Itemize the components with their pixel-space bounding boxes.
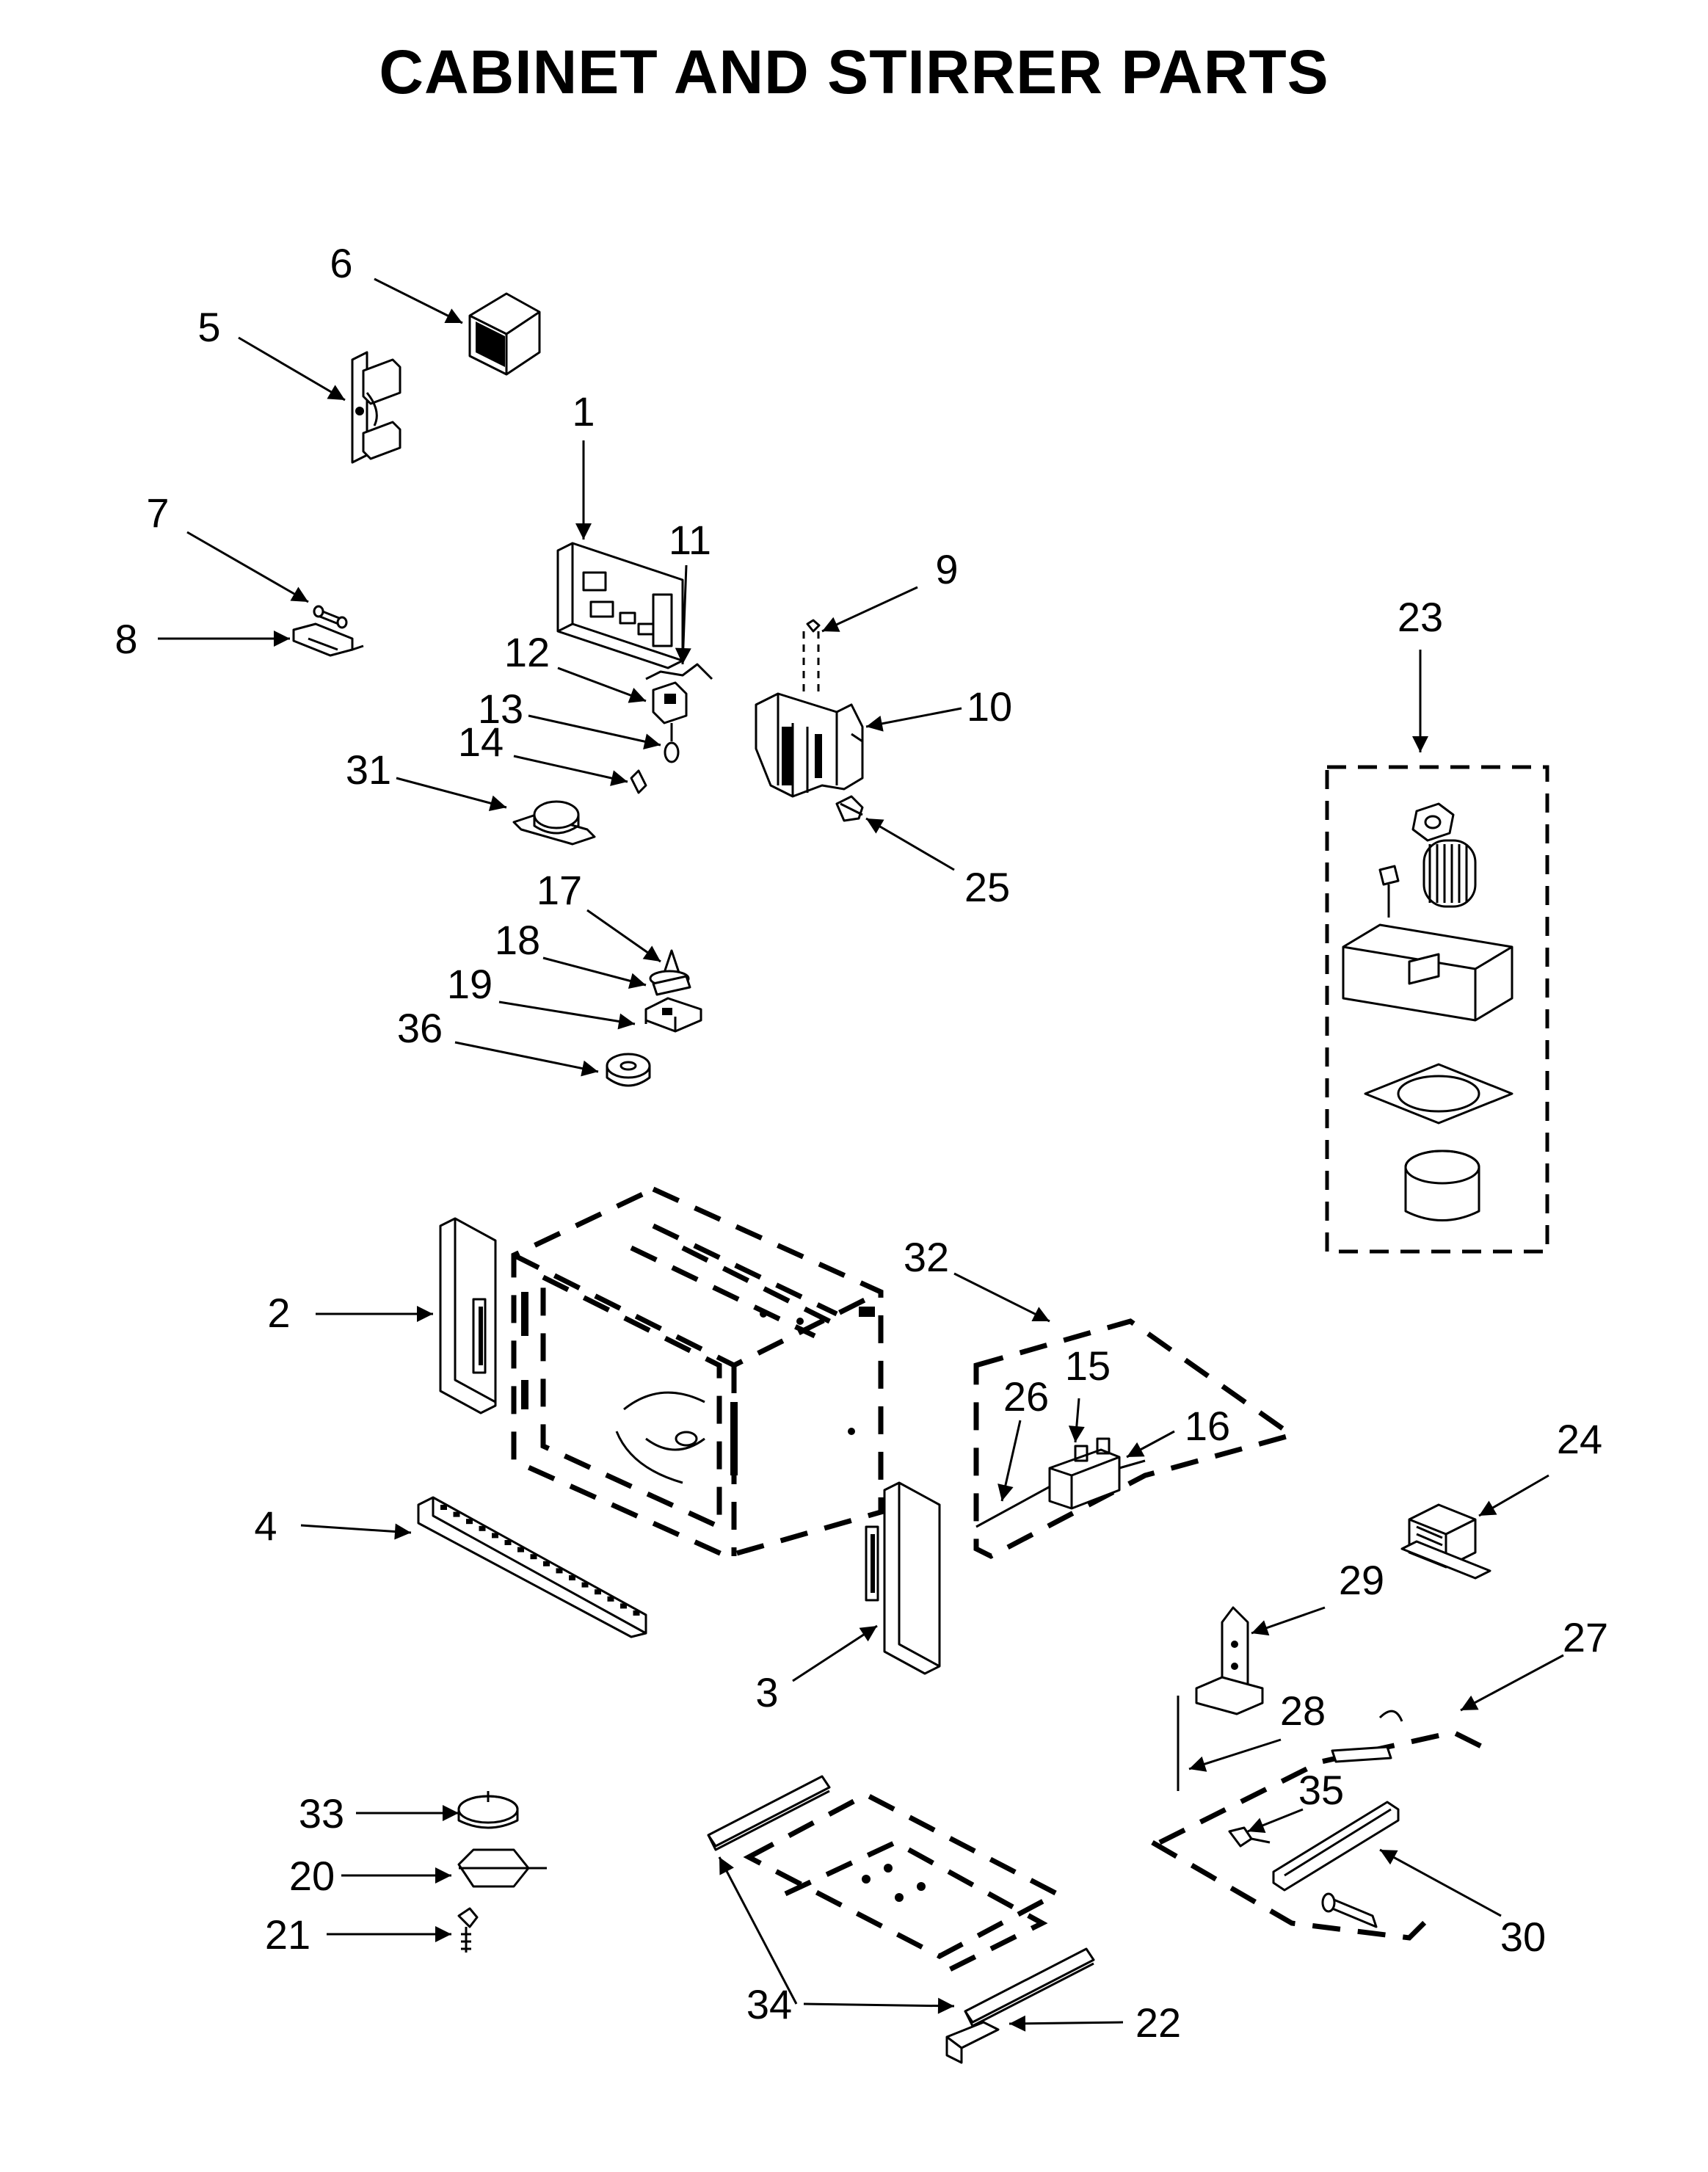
callout-28: 28 xyxy=(1280,1688,1326,1734)
page-title: CABINET AND STIRRER PARTS xyxy=(379,37,1329,106)
vent-hole xyxy=(581,1582,589,1588)
interlock-parts-drawing xyxy=(630,663,713,794)
vent-hole xyxy=(504,1540,512,1545)
fuse-holder-drawing xyxy=(292,622,364,657)
vent-hole xyxy=(453,1511,460,1517)
callout-9: 9 xyxy=(935,546,958,592)
control-board-drawing xyxy=(556,542,684,669)
callout-5: 5 xyxy=(197,304,220,350)
callout-27: 27 xyxy=(1563,1614,1608,1660)
vent-hole xyxy=(633,1610,640,1616)
callout-4: 4 xyxy=(254,1503,277,1549)
callout-17: 17 xyxy=(537,867,582,913)
stirrer-motor-drawing xyxy=(457,1791,547,1953)
vent-hole xyxy=(543,1561,550,1566)
callout-labels: 6 5 1 7 8 11 9 12 10 13 14 31 25 17 18 1… xyxy=(115,240,1608,2046)
screw-25-drawing xyxy=(835,795,864,822)
callout-10: 10 xyxy=(967,683,1012,730)
bracket-assembly-drawing xyxy=(973,1318,1298,1559)
vent-hole xyxy=(517,1547,524,1552)
vent-hole xyxy=(607,1596,614,1602)
callout-13: 13 xyxy=(478,686,523,732)
callout-24: 24 xyxy=(1557,1416,1602,1462)
callout-19: 19 xyxy=(447,961,493,1007)
vent-hole xyxy=(569,1575,575,1580)
fuse-drawing xyxy=(313,605,348,629)
vent-hole xyxy=(556,1568,563,1574)
vent-hole xyxy=(479,1525,486,1531)
relay-24-drawing xyxy=(1400,1503,1491,1580)
vent-hole xyxy=(595,1589,601,1595)
callout-14: 14 xyxy=(458,719,504,765)
transformer-drawing xyxy=(755,619,864,798)
right-trim-drawing xyxy=(865,1481,941,1675)
thermostat-drawing xyxy=(512,800,596,846)
vent-hole xyxy=(620,1603,627,1609)
callout-7: 7 xyxy=(146,490,169,536)
callout-29: 29 xyxy=(1339,1557,1384,1603)
callout-15: 15 xyxy=(1065,1343,1111,1389)
callout-8: 8 xyxy=(115,616,137,662)
callout-35: 35 xyxy=(1298,1767,1344,1813)
callout-3: 3 xyxy=(755,1669,778,1715)
hinge-assembly-drawing xyxy=(1151,1710,1484,1941)
callout-26: 26 xyxy=(1003,1373,1049,1420)
switch-block-drawing xyxy=(468,292,541,376)
callout-34: 34 xyxy=(746,1981,792,2027)
stirrer-parts-drawing xyxy=(606,949,702,1087)
callout-12: 12 xyxy=(504,629,550,675)
callout-2: 2 xyxy=(267,1290,290,1336)
callout-36: 36 xyxy=(397,1005,443,1051)
callout-16: 16 xyxy=(1185,1403,1230,1449)
relay-board-drawing xyxy=(351,351,401,464)
callout-33: 33 xyxy=(299,1790,344,1837)
cabinet-drawing xyxy=(511,1186,884,1559)
vent-hole xyxy=(466,1519,473,1525)
slide-rails-drawing xyxy=(707,1775,1095,2064)
vent-hole xyxy=(530,1554,537,1560)
callout-20: 20 xyxy=(289,1853,335,1899)
callout-18: 18 xyxy=(495,917,540,963)
callout-25: 25 xyxy=(964,864,1010,910)
callout-1: 1 xyxy=(572,388,595,435)
hinge-bracket-drawing xyxy=(1177,1606,1264,1791)
callout-6: 6 xyxy=(330,240,352,286)
callout-32: 32 xyxy=(904,1234,949,1280)
callout-30: 30 xyxy=(1500,1914,1546,1960)
vent-hole xyxy=(492,1533,498,1539)
callout-22: 22 xyxy=(1135,2000,1181,2046)
callout-21: 21 xyxy=(265,1911,310,1958)
callout-23: 23 xyxy=(1398,594,1443,640)
callout-11: 11 xyxy=(669,517,711,563)
left-trim-drawing xyxy=(439,1217,497,1414)
callout-31: 31 xyxy=(346,747,391,793)
fan-assembly-drawing xyxy=(1325,765,1549,1254)
vent-rail-drawing xyxy=(417,1496,647,1638)
vent-hole xyxy=(440,1505,447,1510)
leader-lines xyxy=(158,277,1564,2032)
